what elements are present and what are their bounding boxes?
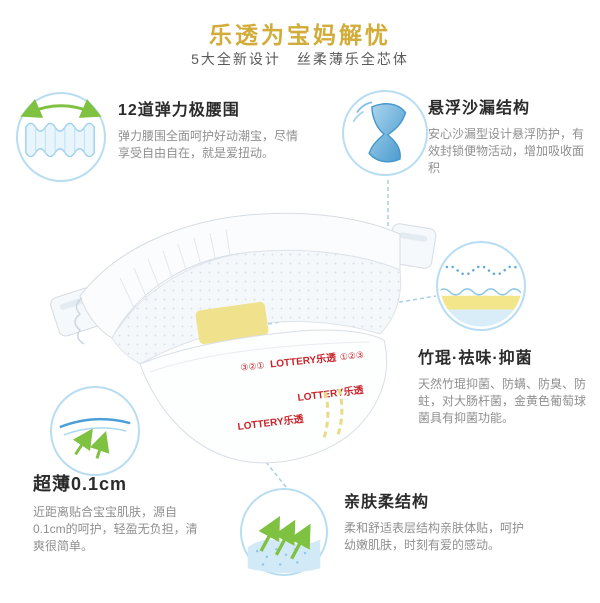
feature-title: 超薄0.1cm [33, 474, 128, 494]
feature-title: 悬浮沙漏结构 [428, 100, 531, 117]
size-indicator-row: ③②① LOTTERY乐透 ①②③ [240, 350, 365, 373]
feature-bamboo: 竹琨·祛味·抑菌 天然竹琨抑菌、防螨、防臭、防蛀，对大肠杆菌，金黄色葡萄球菌具有… [418, 344, 594, 427]
page-subtitle: 5大全新设计 丝柔薄乐全芯体 [191, 51, 409, 67]
soft-surface-art [247, 515, 321, 574]
diaper-front-panel: ③②① LOTTERY乐透 ①②③ LOTTERY乐透 LOTTERY乐透 [139, 329, 388, 464]
brand-label: LOTTERY乐透 [297, 383, 365, 404]
feature-title: 12道弹力极腰围 [118, 102, 240, 119]
feature-description: 柔和舒适表层结构亲肤体贴，呵护幼嫩肌肤，时刻有爱的感动。 [344, 521, 525, 552]
feature-waistband: 12道弹力极腰围 弹力腰围全面呵护好动潮宝，尽情享受自由自在，就是爱扭动。 [118, 96, 304, 162]
diaper-inner-surface [111, 249, 402, 365]
absorbent-layers-icon [436, 241, 526, 331]
diaper-right-tab [387, 223, 437, 269]
front-yellow-stripes [322, 388, 344, 439]
feature-description: 弹力腰围全面呵护好动潮宝，尽情享受自由自在，就是爱扭动。 [118, 129, 299, 160]
absorbent-layers-art [440, 245, 522, 327]
soft-surface-icon [240, 488, 328, 576]
thin-layer-icon [50, 386, 140, 476]
feature-description: 天然竹琨抑菌、防螨、防臭、防蛀，对大肠杆菌，金黄色葡萄球菌具有抑菌功能。 [418, 377, 587, 425]
thin-layer-art [59, 417, 131, 459]
brand-label: LOTTERY乐透 [269, 351, 337, 371]
hourglass-art [352, 101, 407, 163]
feature-hourglass: 悬浮沙漏结构 安心沙漏型设计悬浮防护，有效封锁便物活动，增加吸收面积 [428, 94, 592, 177]
feature-description: 近距离贴合宝宝肌肤，源自0.1cm的呵护，轻盈无负担，清爽很简单。 [33, 505, 198, 553]
badge-numbers-right: ①②③ [339, 350, 364, 362]
elastic-waistband-art [20, 99, 102, 158]
diaper-left-tab [50, 287, 102, 337]
brand-label: LOTTERY乐透 [237, 412, 305, 433]
page-title: 乐透为宝妈解忧 [209, 22, 391, 48]
elastic-waistband-icon [16, 92, 106, 182]
absorbent-core-patch [195, 301, 269, 345]
hourglass-icon [342, 90, 428, 176]
diaper-back-band [74, 212, 401, 345]
feature-thin: 超薄0.1cm 近距离贴合宝宝肌肤，源自0.1cm的呵护，轻盈无负担，清爽很简单… [33, 470, 209, 555]
badge-numbers-left: ③②① [240, 360, 265, 372]
feature-title: 亲肤柔结构 [344, 494, 430, 511]
callout-lines [265, 180, 437, 488]
feature-description: 安心沙漏型设计悬浮防护，有效封锁便物活动，增加吸收面积 [428, 127, 585, 175]
feature-title: 竹琨·祛味·抑菌 [418, 350, 533, 367]
feature-soft: 亲肤柔结构 柔和舒适表层结构亲肤体贴，呵护幼嫩肌肤，时刻有爱的感动。 [344, 488, 526, 554]
